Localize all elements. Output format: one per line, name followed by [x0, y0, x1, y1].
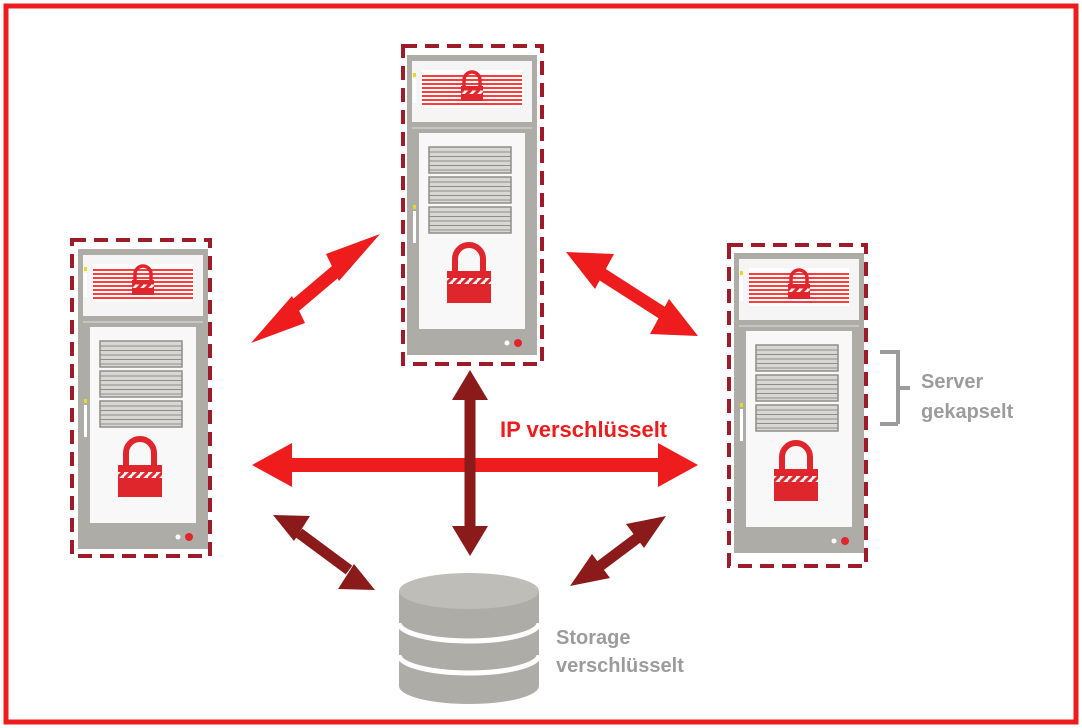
encapsulation-box-right: [727, 243, 868, 568]
storage-label-line1: Storage: [556, 627, 631, 649]
storage-database-icon: [396, 573, 542, 704]
arrow-right-storage: [570, 516, 666, 586]
server-label-line1: Server: [921, 371, 984, 393]
encapsulation-box-top: [401, 44, 544, 366]
outer-frame: [3, 3, 1079, 725]
arrow-top-right: [566, 252, 698, 336]
server-left: [78, 249, 208, 549]
encapsulation-box-left: [70, 238, 212, 558]
server-label-line2: gekapselt: [921, 401, 1014, 423]
arrow-left-storage: [273, 515, 375, 590]
ip-encrypted-label: IP verschlüsselt: [500, 417, 668, 442]
storage-label-line2: verschlüsselt: [556, 655, 684, 677]
arrow-top-storage: [452, 370, 488, 556]
server-top: [407, 55, 537, 355]
server-bracket: [880, 350, 910, 426]
arrow-left-top: [251, 234, 380, 343]
server-right: [734, 253, 864, 553]
